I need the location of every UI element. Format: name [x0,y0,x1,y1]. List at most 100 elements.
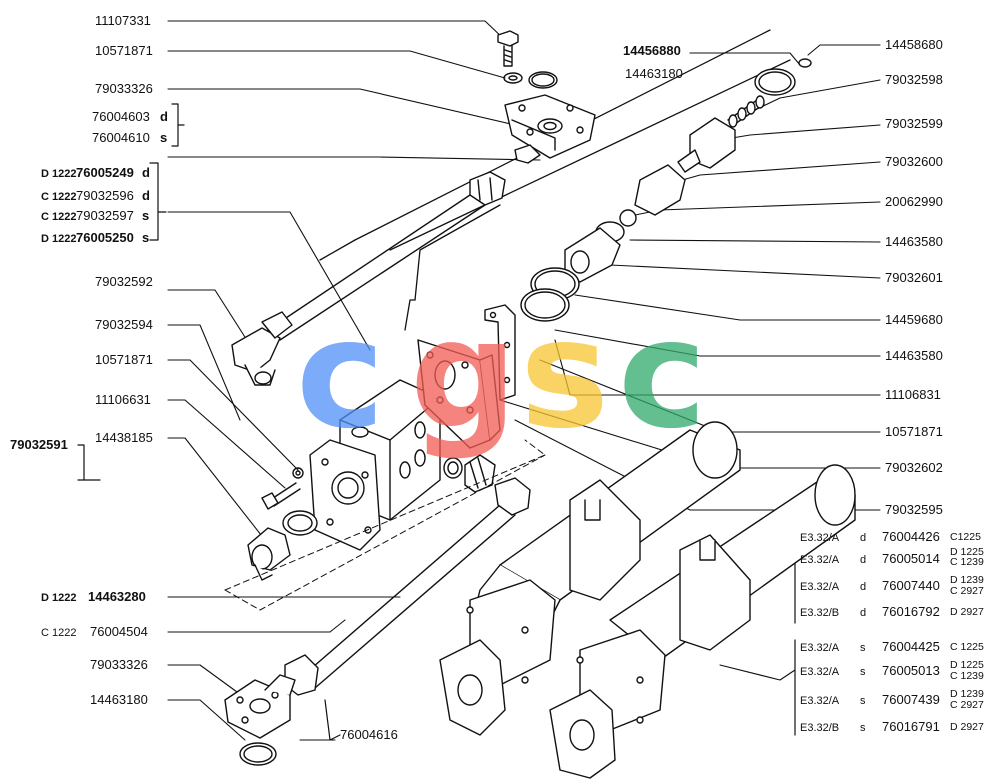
label-79033326-b: 79033326 [90,657,148,672]
table-s-row2-part: 76005013 [882,663,940,678]
label-g4-num: 76005250 [76,230,134,245]
label-76004610: 76004610 [92,130,150,145]
table-d-row2-code2: C 1239 [950,556,984,568]
label-c1222-num: 76004504 [90,624,148,639]
cylinder-upper [439,421,741,736]
flange-bottom [224,674,296,739]
leader-lines [167,20,881,741]
table-d-row4-side: d [860,607,867,619]
flange-left [309,439,381,551]
table-d-row4-code1: D 2927 [950,606,984,618]
label-79032595: 79032595 [885,502,943,517]
watermark-letter-g: g [410,288,518,462]
table-d-row3-side: d [860,581,867,593]
l-bracket [484,304,516,401]
label-11107331: 11107331 [95,13,151,28]
label-76004603: 76004603 [92,109,150,124]
valve-parts [520,58,812,322]
label-g2-num: 79032596 [76,188,134,203]
table-s-row3-model: E3.32/A [800,695,840,707]
label-g3-side: s [142,208,150,223]
table-d-row4-part: 76016792 [882,604,940,619]
washer-bottom [239,742,277,766]
label-79033326-a: 79033326 [95,81,153,96]
label-79032602: 79032602 [885,460,943,475]
label-g2-side: d [142,188,150,203]
dashed-outline [224,439,546,611]
label-79032591: 79032591 [10,437,68,452]
label-10571871-a: 10571871 [95,43,153,58]
table-d-row2-side: d [860,554,867,566]
label-14463180-a: 14463180 [625,66,683,81]
label-14456880: 14456880 [623,43,681,58]
label-14463580-a: 14463580 [885,234,943,249]
label-14458680: 14458680 [885,37,943,52]
table-s-row3-side: s [860,695,866,707]
elbow-fitting [231,311,293,386]
table-d-row3-part: 76007440 [882,578,940,593]
table-d-row2-model: E3.32/A [800,554,840,566]
label-76004610-side: s [160,130,168,145]
label-g3-code: C 1222 [41,211,77,223]
table-s-row4-side: s [860,722,866,734]
label-79032598: 79032598 [885,72,943,87]
label-g1-num: 76005249 [76,165,134,180]
table-s-row2-side: s [860,666,866,678]
label-76004616: 76004616 [340,727,398,742]
bolt-top [497,30,519,67]
upper-hose [267,171,506,341]
label-20062990: 20062990 [885,194,943,209]
label-g3-num: 79032597 [76,208,134,223]
label-14463580-b: 14463580 [885,348,943,363]
label-14463180-b: 14463180 [90,692,148,707]
label-79032594: 79032594 [95,317,153,332]
label-14459680: 14459680 [885,312,943,327]
table-s-row1-code1: C 1225 [950,641,984,653]
table-d-row1-part: 76004426 [882,529,940,544]
label-10571871-c: 10571871 [885,424,943,439]
label-g4-code: D 1222 [41,233,77,245]
label-g2-code: C 1222 [41,191,77,203]
label-79032599: 79032599 [885,116,943,131]
table-s-row4-model: E3.32/B [800,722,840,734]
label-c1222-code: C 1222 [41,627,77,639]
table-s-row4-code1: D 2927 [950,721,984,733]
table-d-row2-part: 76005014 [882,551,940,566]
table-s-row3-code2: C 2927 [950,699,984,711]
table-s-row1-model: E3.32/A [800,642,840,654]
label-76004603-side: d [160,109,168,124]
label-g1-side: d [142,165,150,180]
flange-top [504,94,596,164]
label-79032601: 79032601 [885,270,943,285]
watermark-letter-c1: c [296,288,385,462]
washers [503,71,558,89]
table-s-row2-code2: C 1239 [950,670,984,682]
small-bolt [261,467,304,510]
table-s-row1-part: 76004425 [882,639,940,654]
label-79032592: 79032592 [95,274,153,289]
table-s-row3-part: 76007439 [882,692,940,707]
table-s-row2-code1: D 1225 [950,659,984,671]
table-d-row2-code1: D 1225 [950,546,984,558]
label-79032600: 79032600 [885,154,943,169]
cylinder-lower [549,464,856,779]
watermark-letter-c2: c [618,288,707,462]
table-d-row1-side: d [860,532,867,544]
label-11106831: 11106831 [885,387,941,402]
oring-nipple [247,510,318,581]
label-g4-side: s [142,230,150,245]
table-d-row3-code1: D 1239 [950,574,984,586]
watermark-letter-s: s [520,288,610,462]
table-s-row4-part: 76016791 [882,719,940,734]
table-d-row1-model: E3.32/A [800,532,840,544]
cover-plate [417,339,501,449]
table-s-row2-model: E3.32/A [800,666,840,678]
label-14438185: 14438185 [95,430,153,445]
block-fittings [443,454,496,493]
label-d1222-num: 14463280 [88,589,146,604]
label-11106631: 11106631 [95,392,151,407]
table-d-row3-code2: C 2927 [950,585,984,597]
label-g1-code: D 1222 [41,168,77,180]
table-d-row3-model: E3.32/A [800,581,840,593]
